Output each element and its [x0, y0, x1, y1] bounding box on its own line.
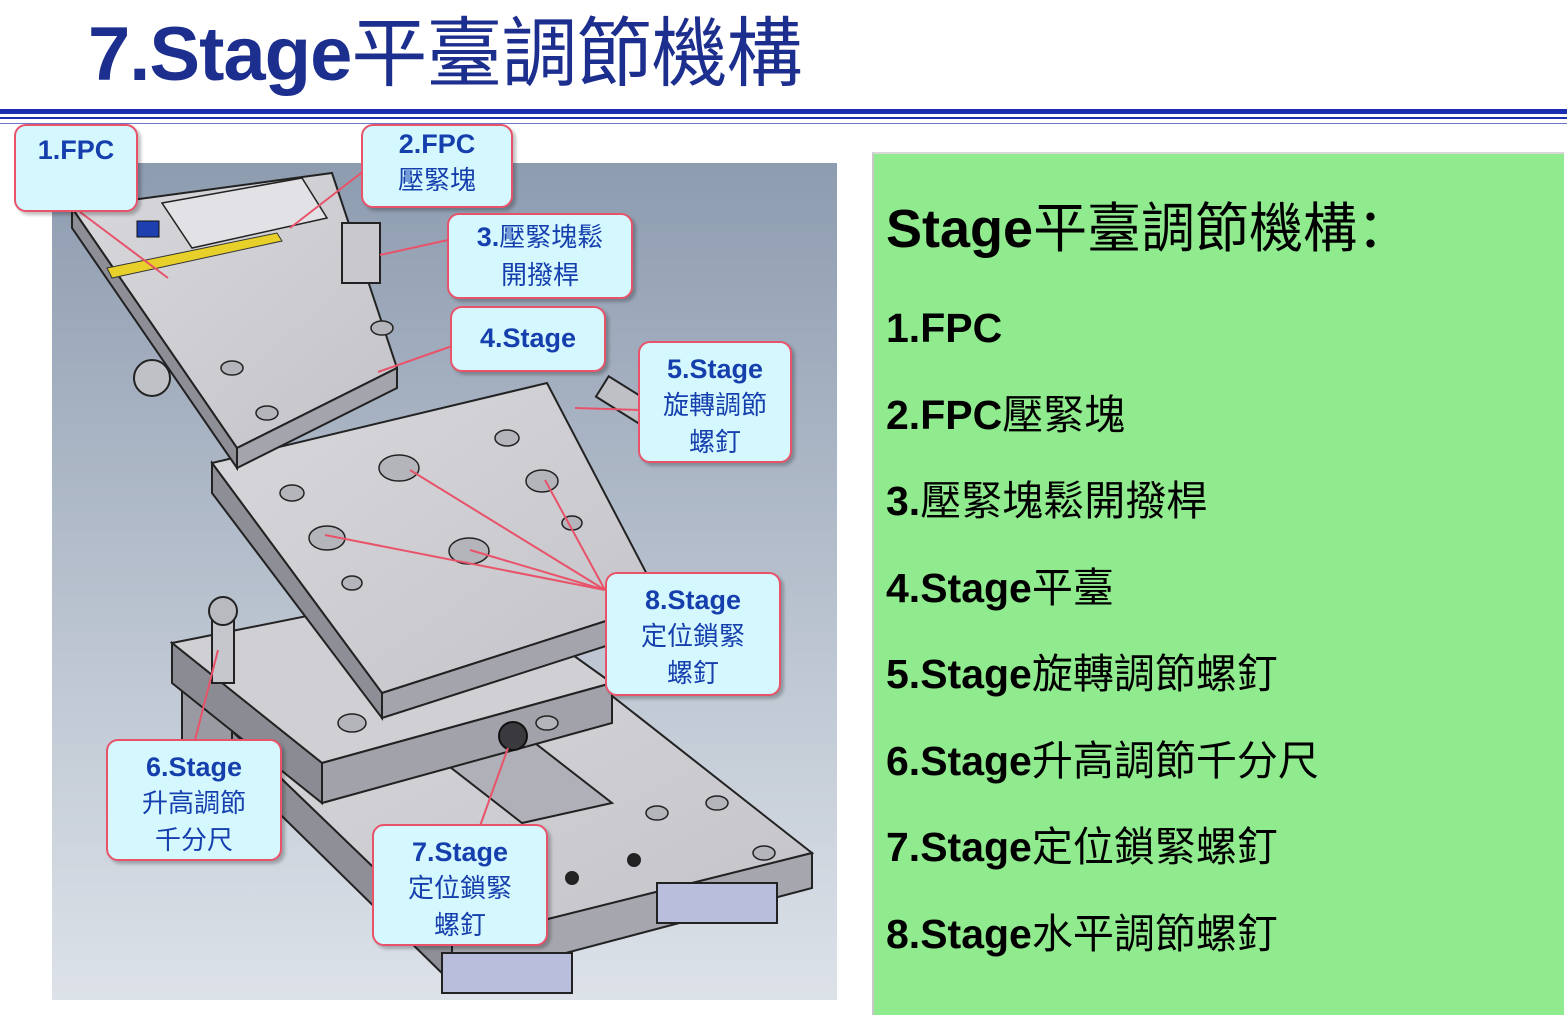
fpc-strip: [106, 232, 283, 279]
legend-item: 7.Stage定位鎖緊螺釘: [886, 813, 1319, 900]
legend-item: 2.FPC壓緊塊: [886, 381, 1319, 468]
legend-item-num: 7.Stage: [886, 824, 1032, 870]
legend-panel: Stage平臺調節機構： 1.FPC 2.FPC壓緊塊 3.壓緊塊鬆開撥桿 4.…: [872, 152, 1564, 1015]
legend-title-prefix: Stage: [886, 199, 1034, 259]
leader-7: [479, 747, 509, 827]
hole: [341, 575, 363, 591]
title-rule-hairline: [0, 123, 1567, 124]
callout-rotation-screw-num: 5.Stage: [666, 354, 764, 384]
callout-release-lever-text: 壓緊塊鬆開撥桿: [499, 223, 604, 291]
legend-item-text: 壓緊塊鬆開撥桿: [920, 477, 1208, 525]
fpc-clamp-block: [160, 177, 329, 249]
callout-fpc-clamp: 2.FPC 壓緊塊: [361, 124, 513, 208]
hole: [255, 405, 279, 421]
micrometer-knob: [208, 596, 238, 626]
hole: [752, 845, 776, 861]
leader-5: [574, 407, 641, 411]
hole: [337, 713, 367, 733]
slide-title-cjk: 平臺調節機構: [351, 9, 802, 98]
legend-item-num: 8.Stage: [886, 910, 1032, 957]
title-rule-thick: [0, 109, 1567, 114]
hole: [378, 454, 420, 482]
legend-list: 1.FPC 2.FPC壓緊塊 3.壓緊塊鬆開撥桿 4.Stage平臺 5.Sta…: [886, 294, 1319, 986]
callout-positioning-screw-num: 8.Stage: [644, 585, 742, 615]
callout-stage-num: 4.Stage: [479, 323, 577, 353]
hole: [494, 429, 520, 447]
legend-item-text: 壓緊塊: [1002, 390, 1126, 439]
base-foot-front: [441, 952, 573, 994]
legend-item-text: 水平調節螺釘: [1031, 909, 1278, 958]
legend-item-num: 5.Stage: [886, 651, 1032, 697]
side-knob: [133, 359, 171, 397]
callout-positioning-screw-text: 定位鎖緊螺釘: [640, 622, 745, 689]
callout-stage: 4.Stage: [450, 306, 606, 372]
slide-title-prefix: 7.Stage: [88, 12, 352, 97]
leader-4: [377, 344, 456, 373]
callout-locking-screw: 7.Stage 定位鎖緊螺釘: [372, 824, 548, 946]
hole: [220, 360, 244, 376]
callout-rotation-screw-text: 旋轉調節螺釘: [662, 391, 767, 458]
leader-8: [324, 469, 606, 591]
hole: [645, 805, 669, 821]
callout-fpc: 1.FPC: [14, 124, 138, 212]
leader-2: [289, 169, 366, 229]
callout-rotation-screw: 5.Stage 旋轉調節螺釘: [638, 341, 792, 463]
legend-item: 6.Stage升高調節千分尺: [886, 727, 1319, 814]
plate-holes: [220, 320, 776, 861]
legend-item: 4.Stage平臺: [886, 554, 1319, 641]
callout-lift-micrometer-text: 升高調節千分尺: [141, 789, 246, 856]
dark-hole: [565, 871, 579, 885]
dark-hole: [627, 853, 641, 867]
callout-fpc-clamp-text: 壓緊塊: [397, 166, 476, 196]
callout-fpc-clamp-num: 2.FPC: [398, 129, 476, 159]
callout-fpc-num: 1.FPC: [37, 135, 115, 165]
legend-item-num: 2.FPC: [886, 391, 1003, 438]
legend-item-num: 6.Stage: [886, 737, 1032, 784]
locking-screw-head: [498, 721, 528, 751]
callout-positioning-screw: 8.Stage 定位鎖緊螺釘: [605, 572, 781, 696]
legend-item-text: 旋轉調節螺釘: [1031, 650, 1278, 698]
release-lever: [341, 222, 381, 284]
legend-title-cjk: 平臺調節機構：: [1033, 197, 1412, 260]
callout-release-lever: 3.壓緊塊鬆開撥桿: [447, 213, 633, 299]
legend-item-text: 升高調節千分尺: [1031, 736, 1319, 785]
callout-locking-screw-num: 7.Stage: [411, 837, 509, 867]
legend-item: 1.FPC: [886, 294, 1319, 381]
callout-lift-micrometer: 6.Stage 升高調節千分尺: [106, 739, 282, 861]
legend-item-num: 4.Stage: [886, 564, 1032, 611]
slide-title: 7.Stage平臺調節機構: [88, 6, 802, 103]
hole: [535, 715, 559, 731]
leader-6: [194, 649, 219, 741]
hole: [525, 469, 559, 493]
legend-item-num: 1.FPC: [886, 305, 1003, 351]
callout-locking-screw-text: 定位鎖緊螺釘: [407, 874, 512, 941]
leader-1: [79, 211, 169, 279]
title-rule-thin: [0, 117, 1567, 119]
legend-item: 3.壓緊塊鬆開撥桿: [886, 467, 1319, 554]
leader-3: [379, 239, 449, 256]
legend-item: 5.Stage旋轉調節螺釘: [886, 640, 1319, 727]
base-foot-right: [656, 882, 778, 924]
dark-holes: [565, 853, 641, 885]
hole: [279, 484, 305, 502]
legend-item-text: 平臺: [1031, 563, 1114, 612]
legend-title: Stage平臺調節機構：: [886, 194, 1411, 264]
callout-release-lever-num: 3.: [476, 222, 500, 252]
legend-item-num: 3.: [886, 478, 921, 524]
hole: [705, 795, 729, 811]
legend-item-text: 定位鎖緊螺釘: [1031, 823, 1278, 871]
fpc-connector: [136, 220, 160, 238]
callout-lift-micrometer-num: 6.Stage: [145, 752, 243, 782]
legend-item: 8.Stage水平調節螺釘: [886, 900, 1319, 987]
hole: [370, 320, 394, 336]
